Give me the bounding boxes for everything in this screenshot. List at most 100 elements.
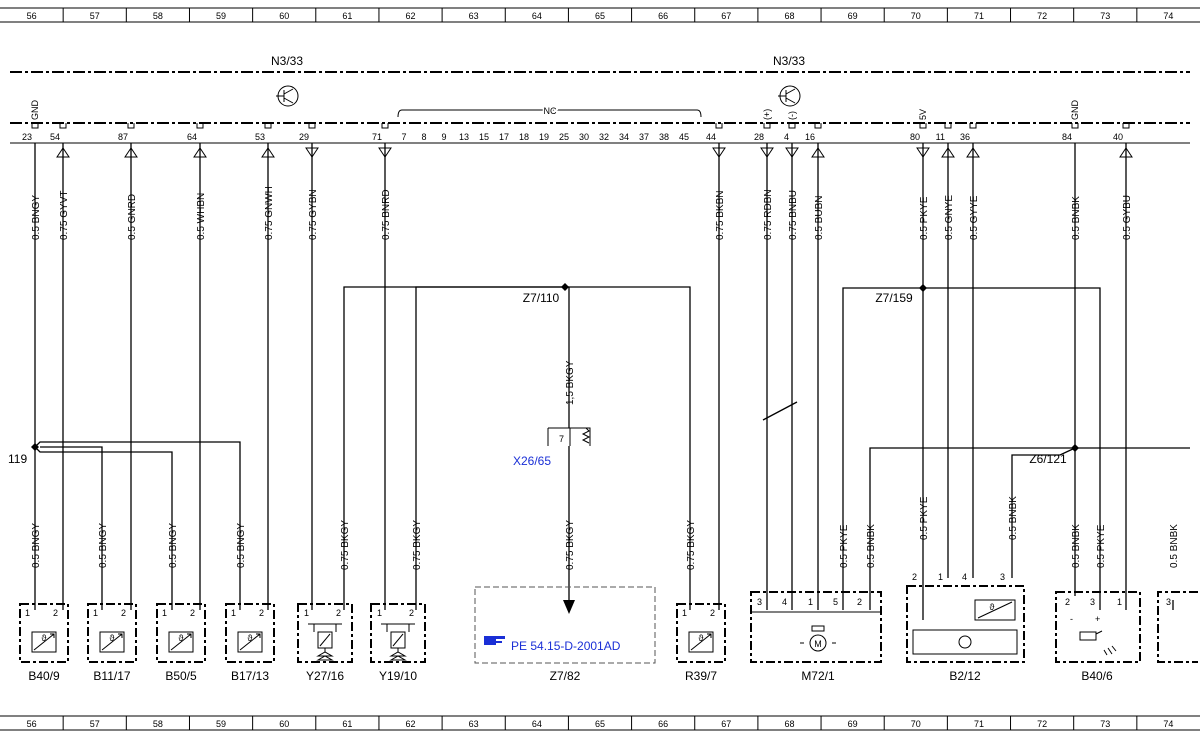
wire-label: 0.5 BNBK xyxy=(1008,496,1019,540)
component-label: B11/17 xyxy=(93,669,130,683)
pin-number: 36 xyxy=(960,132,970,142)
component-label: R39/7 xyxy=(685,669,717,683)
pin-number: 40 xyxy=(1113,132,1123,142)
wire-label: 0.5 WHBN xyxy=(196,193,207,240)
grid-column-number: 59 xyxy=(216,719,226,729)
component-box xyxy=(370,603,426,663)
grid-column-number: 63 xyxy=(469,11,479,21)
splice-label-z7-159: Z7/159 xyxy=(875,291,913,305)
pin-terminal xyxy=(381,123,389,129)
wire-label: 0.5 BNBK xyxy=(866,524,877,568)
connector-x26-65[interactable]: 7 X26/65 xyxy=(513,427,591,468)
grid-column-number: 71 xyxy=(974,11,984,21)
grid-column-number: 64 xyxy=(532,11,542,21)
component-box xyxy=(87,603,137,663)
wire-label: 0.75 BNRD xyxy=(381,189,392,240)
reference-link[interactable]: PE 54.15-D-2001AD xyxy=(511,639,621,653)
grid-column-number: 74 xyxy=(1163,11,1173,21)
grid-column-number: 63 xyxy=(469,719,479,729)
grid-column-number: 57 xyxy=(90,11,100,21)
nc-pin-number: 37 xyxy=(639,132,649,142)
component-pin: 1 xyxy=(682,608,687,618)
spray-icon xyxy=(1103,645,1117,656)
splice-119-bus xyxy=(34,441,241,610)
grid-column-number: 70 xyxy=(911,11,921,21)
splice-label-119: 119 xyxy=(8,452,27,466)
grid-column-number: 64 xyxy=(532,719,542,729)
grid-column-number: 72 xyxy=(1037,719,1047,729)
motor-letter: M xyxy=(814,639,822,649)
thermistor-icon xyxy=(974,599,1016,621)
grid-column-number: 74 xyxy=(1163,719,1173,729)
pin-tag-5v: 5V xyxy=(918,109,928,120)
component-label: B17/13 xyxy=(231,669,269,683)
pin-number: 4 xyxy=(784,132,789,142)
motor-icon xyxy=(809,634,827,652)
wire-label: 0.5 BNBK xyxy=(1071,524,1082,568)
pin-terminal xyxy=(264,123,272,129)
pin-number: 71 xyxy=(372,132,382,142)
pin-tag-minus: (-) xyxy=(787,111,797,120)
grid-column-number: 60 xyxy=(279,719,289,729)
plus-sign: + xyxy=(1095,614,1100,624)
pin-number: 28 xyxy=(754,132,764,142)
component-label: B50/5 xyxy=(165,669,197,683)
pointing-hand-icon xyxy=(484,636,505,645)
splice-119-bus xyxy=(40,446,103,610)
component-pin: 1 xyxy=(25,608,30,618)
arrow-down-icon xyxy=(563,600,575,614)
splice-label-z7-110: Z7/110 xyxy=(523,291,560,305)
pin-number: 29 xyxy=(299,132,309,142)
component-pin: 1 xyxy=(93,608,98,618)
nc-pin-number: 17 xyxy=(499,132,509,142)
nc-pin-number: 19 xyxy=(539,132,549,142)
component-label: B2/12 xyxy=(949,669,981,683)
pin-terminal xyxy=(715,123,723,129)
component-pin: 3 xyxy=(757,597,762,607)
wire-label: 0.5 GYYE xyxy=(969,195,980,240)
component-box xyxy=(1055,591,1141,663)
transistor-icon xyxy=(778,85,801,107)
component-label: B40/6 xyxy=(1081,669,1113,683)
wire-label: 0.75 BKGY xyxy=(340,520,351,570)
wire-label: 0.5 PKYE xyxy=(919,196,930,240)
pin-number: 11 xyxy=(936,132,945,142)
splice-node xyxy=(1071,444,1079,452)
component-pin: 2 xyxy=(710,608,715,618)
z7-159-bus xyxy=(842,287,923,610)
module-label-left: N3/33 xyxy=(271,54,303,68)
component-label: B40/9 xyxy=(28,669,60,683)
wire-label: 0.75 BKBN xyxy=(715,191,726,240)
component-pin: 5 xyxy=(833,597,838,607)
component-pin: 2 xyxy=(857,597,862,607)
grid-column-number: 72 xyxy=(1037,11,1047,21)
splice-node xyxy=(561,283,569,291)
nc-pin-number: 18 xyxy=(519,132,529,142)
nc-pin-number: 30 xyxy=(579,132,589,142)
component-pin: 1 xyxy=(938,572,943,582)
grid-column-number: 68 xyxy=(784,11,794,21)
nc-pin-number: 38 xyxy=(659,132,669,142)
component-pin: 2 xyxy=(259,608,264,618)
component-pin: 4 xyxy=(962,572,967,582)
pin-terminal xyxy=(763,123,771,129)
component-box xyxy=(156,603,206,663)
grid-column-number: 56 xyxy=(27,719,37,729)
component-box xyxy=(19,603,69,663)
component-label: Z7/82 xyxy=(550,669,581,683)
grid-column-number: 60 xyxy=(279,11,289,21)
module-label-right: N3/33 xyxy=(773,54,805,68)
